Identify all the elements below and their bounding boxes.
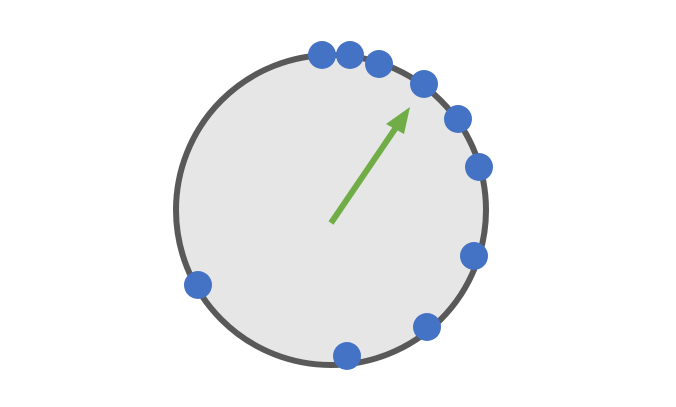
arrow-icon [386, 107, 410, 134]
data-point [336, 41, 364, 69]
arrow [328, 107, 410, 225]
data-point [365, 50, 393, 78]
data-point [460, 242, 488, 270]
data-points [184, 41, 493, 370]
data-point [184, 271, 212, 299]
data-point [308, 41, 336, 69]
data-point [410, 70, 438, 98]
data-point [413, 313, 441, 341]
data-point [444, 105, 472, 133]
arrow-shaft [328, 124, 400, 225]
data-point [333, 342, 361, 370]
unit-circle [173, 52, 489, 368]
data-point [465, 153, 493, 181]
